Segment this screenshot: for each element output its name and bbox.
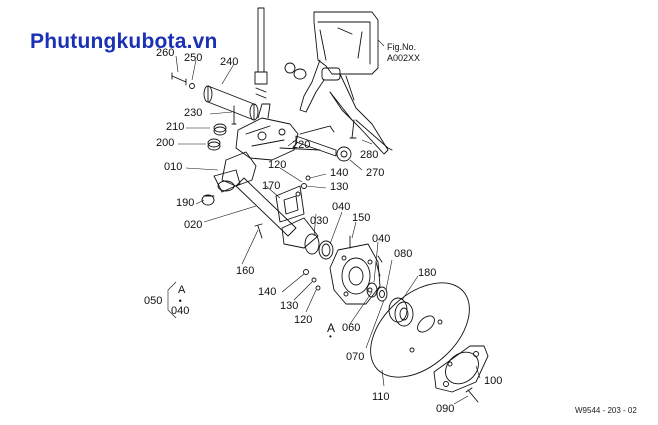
figure-label: Fig.No. [387,42,417,52]
group-dot: • [178,296,182,306]
part-label[interactable]: 230 [184,107,203,119]
bushing-top-b [293,68,307,80]
collar-top [321,67,341,81]
part-label[interactable]: 180 [418,267,437,279]
frame-brace [329,91,393,151]
sprocket-270 [336,146,352,162]
part-label[interactable]: 040 [372,233,391,245]
part-label[interactable]: 260 [156,47,175,59]
part-label[interactable]: 010 [164,161,183,173]
part-label[interactable]: 250 [184,52,203,64]
part-label[interactable]: 190 [176,197,195,209]
part-label[interactable]: 090 [436,403,455,415]
watermark-logo: Phutungkubota.vn [30,30,218,53]
nut-210 [213,123,227,133]
group-ref-top: A [178,284,186,296]
part-label[interactable]: 210 [166,121,185,133]
part-label[interactable]: 200 [156,137,175,149]
drawing-code: W9544 - 203 - 02 [575,406,637,415]
ring-100 [433,345,489,393]
rear-link [279,125,335,151]
part-label[interactable]: 140 [330,167,349,179]
part-label[interactable]: 060 [342,322,361,334]
hub-flange [329,243,381,305]
part-label[interactable]: 160 [236,265,255,277]
arm-housing [221,151,257,187]
figure-code: A002XX [387,53,421,63]
lift-rod [257,7,265,73]
part-label[interactable]: 080 [394,248,413,260]
seal-040b [366,282,378,298]
part-label[interactable]: 150 [352,212,371,224]
part-label[interactable]: 020 [184,219,203,231]
group-ref-bottom: 040 [171,305,190,317]
nut-200 [207,138,221,148]
part-label[interactable]: 280 [360,149,379,161]
part-label[interactable]: 240 [220,56,239,68]
part-label[interactable]: 130 [280,300,299,312]
part-label[interactable]: 110 [372,391,390,403]
hub-030 [281,217,319,249]
part-label[interactable]: 120 [294,314,313,326]
pin-190 [201,194,215,206]
part-label[interactable]: 220 [292,139,311,151]
figure-number: Fig.No. A002XX [387,42,420,64]
part-label[interactable]: 070 [346,351,365,363]
bushing-top-a [284,62,296,74]
part-label[interactable]: 170 [262,180,281,192]
lever-bracket [235,103,299,161]
seal-040a [318,240,334,260]
group-label[interactable]: 050 [144,295,163,307]
part-label[interactable]: 100 [484,375,503,387]
ref-marker-dot: • [329,332,332,341]
disc-110 [370,282,470,378]
part-label[interactable]: 270 [366,167,385,179]
part-label[interactable]: 040 [332,201,351,213]
part-label[interactable]: 130 [330,181,349,193]
pivot-tube [207,85,255,121]
group-assembly: A • 040 [171,284,189,318]
part-label[interactable]: 030 [310,215,329,227]
rod-spring [254,71,268,99]
part-label[interactable]: 120 [268,159,287,171]
mount-arm [299,59,389,155]
mount-frame [313,11,379,75]
ref-marker-a: A [327,321,336,335]
part-label[interactable]: 140 [258,286,277,298]
bolt-260 [171,72,187,86]
plate-170 [275,185,305,223]
